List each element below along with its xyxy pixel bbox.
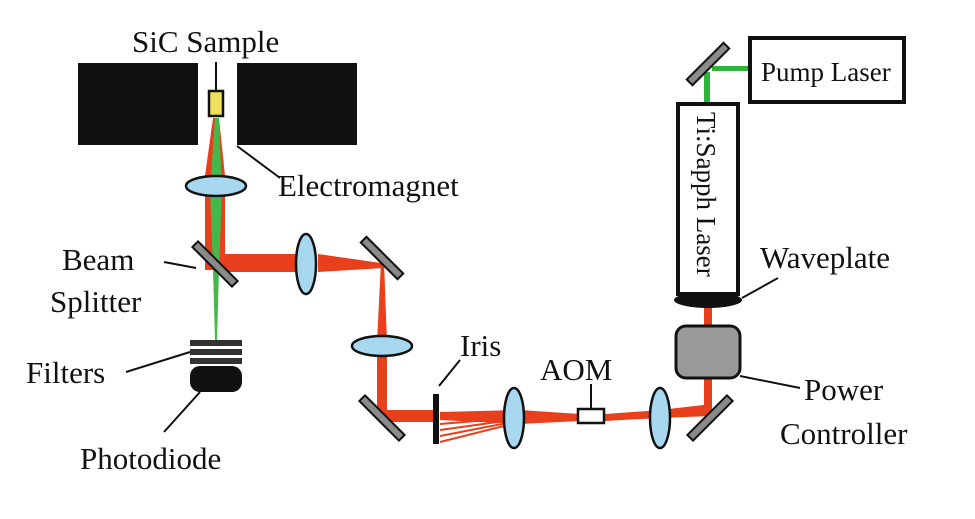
green-probe-beam xyxy=(210,118,222,340)
filter-3 xyxy=(190,358,242,364)
filters-label: Filters xyxy=(26,355,105,390)
red-beam-segment-vertical-lens xyxy=(377,340,387,418)
mirror-pump xyxy=(685,41,731,87)
filters xyxy=(190,340,242,364)
red-beam-segment-iris-to-mirror xyxy=(382,410,436,422)
electromagnet-right-pole xyxy=(237,63,357,145)
lens-near-iris xyxy=(502,386,526,450)
green-pump-beam-horizontal xyxy=(712,66,752,71)
electromagnet-leader-line xyxy=(236,145,281,179)
pump-laser xyxy=(748,36,906,104)
sic-sample xyxy=(207,89,225,118)
aom-label: AOM xyxy=(540,352,612,387)
photodiode-leader-line xyxy=(163,391,201,433)
tisapph-laser xyxy=(676,102,740,296)
iris-label: Iris xyxy=(460,328,501,363)
red-beam-segment-controller-to-mirror xyxy=(704,378,712,410)
aom xyxy=(576,407,606,425)
iris xyxy=(433,394,439,444)
waveplate-label: Waveplate xyxy=(760,240,890,275)
waveplate-leader-line xyxy=(741,277,779,299)
tisapph-laser-label: Ti:Sapph Laser xyxy=(691,112,721,277)
filters-leader-line xyxy=(125,351,191,373)
beam-paths xyxy=(205,66,752,443)
lens-vertical xyxy=(350,334,414,358)
sample-label: SiC Sample xyxy=(132,24,279,59)
pump-laser-label: Pump Laser xyxy=(761,57,891,87)
red-beam-segment-lens-to-splitter xyxy=(222,254,306,272)
focusing-lens-top xyxy=(184,174,248,198)
red-beam-segment-taper-to-lens xyxy=(318,254,384,272)
power-controller-leader-line xyxy=(739,375,801,389)
iris-leader-line xyxy=(438,359,461,387)
electromagnet xyxy=(78,63,357,145)
power-controller-label-line2: Controller xyxy=(780,416,908,451)
electromagnet-left-pole xyxy=(78,63,198,145)
power-controller xyxy=(674,324,742,380)
green-pump-beam-vertical xyxy=(704,72,710,106)
mirror-lower-right xyxy=(685,393,735,443)
beam-splitter-label-line1: Beam xyxy=(62,242,134,277)
red-beam-segment-taper-to-mirror xyxy=(377,262,387,342)
red-beam-segment-laser-to-waveplate xyxy=(704,300,712,328)
beam-splitter-label-line2: Splitter xyxy=(50,284,142,319)
beam-splitter xyxy=(190,239,240,289)
power-controller-label-line1: Power xyxy=(804,372,884,407)
filter-1 xyxy=(190,340,242,346)
electromagnet-label: Electromagnet xyxy=(278,168,459,203)
filter-2 xyxy=(190,349,242,355)
lens-near-aom xyxy=(648,386,672,450)
photodiode xyxy=(190,366,242,392)
beam-splitter-leader-line xyxy=(163,261,197,269)
lens-horizontal xyxy=(294,232,318,296)
mirror-upper xyxy=(359,235,405,281)
photodiode-label: Photodiode xyxy=(80,441,221,476)
iris-ray-fan xyxy=(439,417,513,443)
mirror-lower-left xyxy=(357,393,407,443)
